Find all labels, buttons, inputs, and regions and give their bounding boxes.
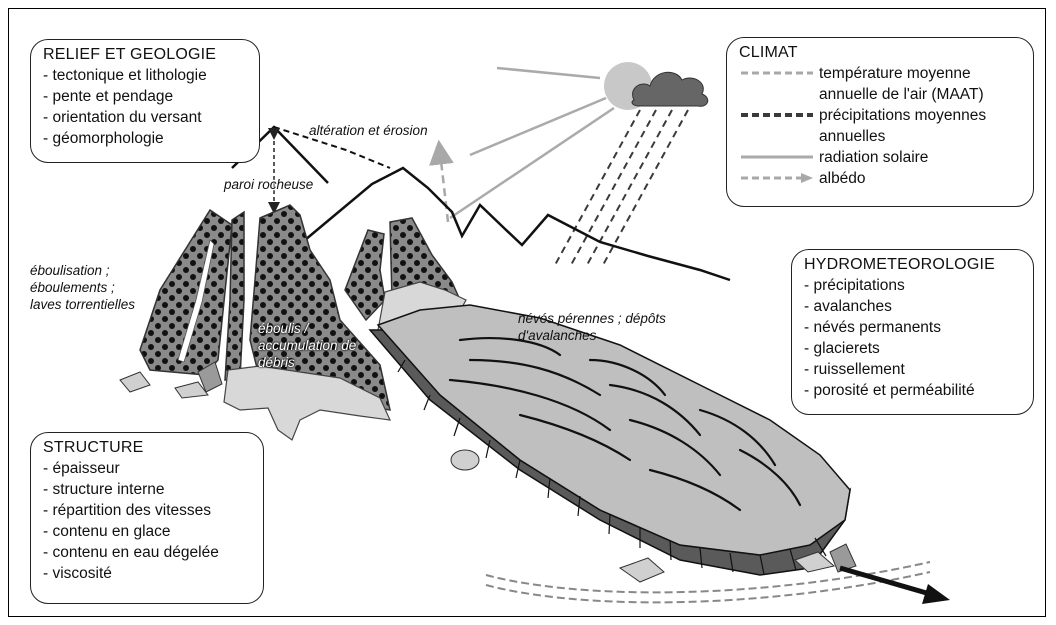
list-item: structure interne — [43, 479, 253, 500]
legend-label: radiation solaire — [819, 147, 1023, 168]
hydro-title: HYDROMETEOROLOGIE — [804, 254, 1023, 275]
legend-label: précipitations moyennes annuelles — [819, 105, 1023, 147]
list-item: névés permanents — [804, 317, 1023, 338]
albedo-arrow — [440, 152, 448, 222]
list-item: épaisseur — [43, 458, 253, 479]
alteration-erosion-label: altération et érosion — [309, 122, 428, 139]
eboulisation-label: éboulisation ; éboulements ; laves torre… — [30, 262, 148, 313]
structure-title: STRUCTURE — [43, 437, 253, 458]
list-item: répartition des vitesses — [43, 500, 253, 521]
flow-arrowhead-icon — [922, 584, 950, 604]
structure-box: STRUCTURE épaisseur structure interne ré… — [30, 432, 264, 604]
legend-label: albédo — [819, 168, 1023, 189]
list-item: précipitations — [804, 275, 1023, 296]
movement-direction — [486, 562, 950, 604]
list-item: orientation du versant — [43, 107, 249, 128]
relief-list: tectonique et lithologie pente et pendag… — [43, 65, 249, 149]
list-item: contenu en glace — [43, 521, 253, 542]
hydrometeorologie-box: HYDROMETEOROLOGIE précipitations avalanc… — [791, 249, 1034, 415]
list-item: avalanches — [804, 296, 1023, 317]
list-item: géomorphologie — [43, 128, 249, 149]
relief-geologie-box: RELIEF ET GEOLOGIE tectonique et litholo… — [30, 39, 260, 163]
list-item: viscosité — [43, 563, 253, 584]
solar-radiation-rays — [450, 68, 614, 218]
legend-radiation: radiation solaire — [739, 147, 1023, 168]
list-item: porosité et perméabilité — [804, 380, 1023, 401]
list-item: ruissellement — [804, 359, 1023, 380]
debris-talus-right-a — [345, 230, 385, 320]
legend-maat: température moyenne annuelle de l'air (M… — [739, 63, 1023, 105]
legend-albedo: albédo — [739, 168, 1023, 189]
structure-list: épaisseur structure interne répartition … — [43, 458, 253, 584]
legend-label: température moyenne annuelle de l'air (M… — [819, 63, 1023, 105]
list-item: contenu en eau dégelée — [43, 542, 253, 563]
neves-label: névés pérennes ; dépôts d'avalanches — [518, 310, 688, 344]
relief-title: RELIEF ET GEOLOGIE — [43, 44, 249, 65]
list-item: pente et pendage — [43, 86, 249, 107]
climat-box: CLIMAT température moyenne annuelle de l… — [726, 37, 1034, 207]
eboulis-label: éboulis / accumulation de débris — [258, 320, 358, 371]
rock-wall-label: paroi rocheuse — [224, 176, 313, 193]
list-item: tectonique et lithologie — [43, 65, 249, 86]
climat-title: CLIMAT — [739, 42, 1023, 63]
hydro-list: précipitations avalanches névés permanen… — [804, 275, 1023, 401]
list-item: glacierets — [804, 338, 1023, 359]
legend-precip: précipitations moyennes annuelles — [739, 105, 1023, 147]
